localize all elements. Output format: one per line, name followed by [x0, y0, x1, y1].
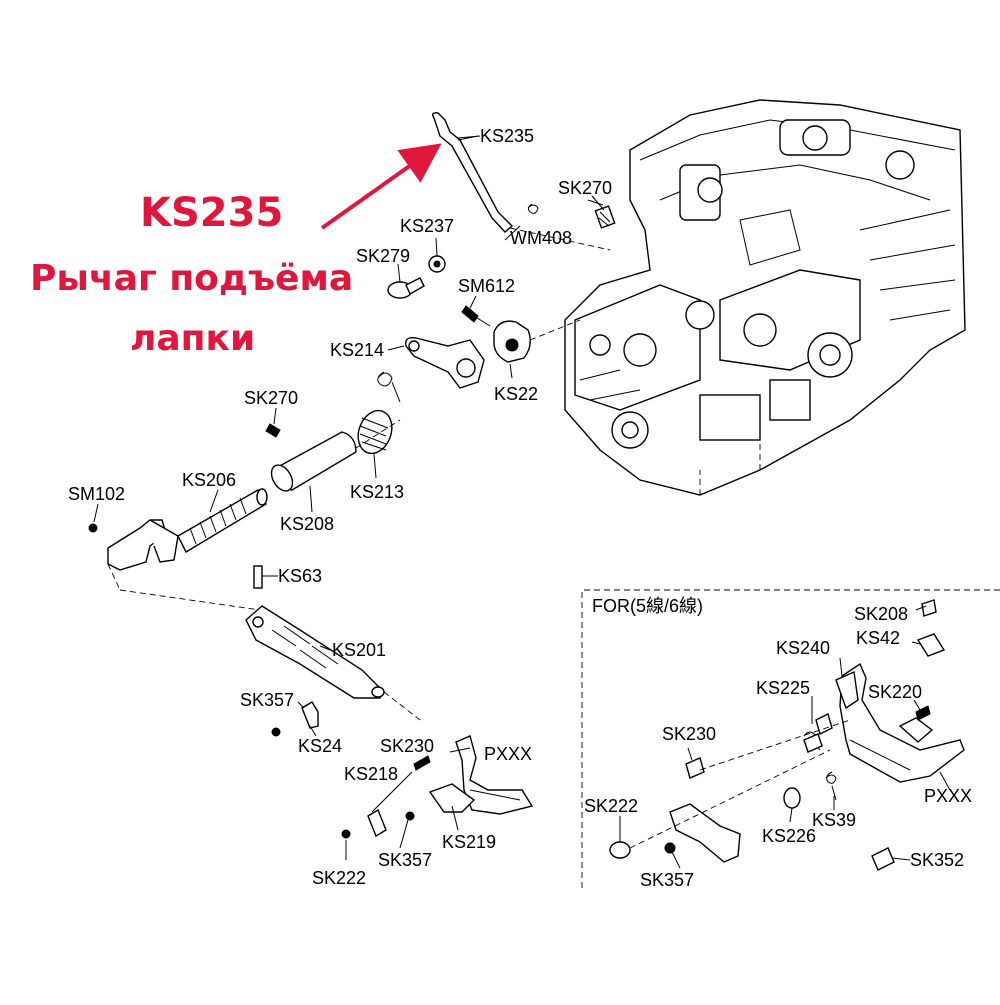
label-sk222-b: SK222 — [584, 796, 638, 816]
sk357-screw-c — [664, 842, 676, 854]
ks219-plate — [428, 783, 476, 813]
label-sm612: SM612 — [458, 276, 515, 296]
sk208-screw — [921, 599, 937, 617]
sm612-screw — [461, 305, 491, 327]
ks39-spring — [825, 771, 837, 801]
label-ks201: KS201 — [332, 640, 386, 660]
label-ks237: KS237 — [400, 216, 454, 236]
sk230-screw-a — [413, 755, 431, 771]
label-ks208: KS208 — [280, 514, 334, 534]
ks213-spring — [357, 409, 393, 455]
highlight-arrow — [320, 143, 442, 230]
sk357-screw-a — [271, 727, 281, 737]
label-sk270-top: SK270 — [558, 178, 612, 198]
sk352-screw — [871, 847, 895, 871]
ks218-clip — [367, 808, 387, 838]
torsion-spring — [377, 371, 401, 403]
sk279-screw — [387, 277, 425, 299]
ks235-lever — [431, 112, 611, 251]
label-ks39: KS39 — [812, 810, 856, 830]
machine-body — [564, 99, 966, 496]
label-ks213: KS213 — [350, 482, 404, 502]
label-pxxx-a: PXXX — [484, 744, 532, 764]
ks240-lever — [835, 670, 859, 710]
label-sk230-b: SK230 — [662, 724, 716, 744]
label-ks219: KS219 — [442, 832, 496, 852]
ks42-plate — [916, 633, 946, 657]
label-ks240: KS240 — [776, 638, 830, 658]
inset-presser-foot — [839, 662, 965, 783]
label-sk357-c: SK357 — [640, 870, 694, 890]
label-sm102: SM102 — [68, 484, 125, 504]
inset-lever-ks219 — [669, 803, 741, 863]
sk230-screw-b — [685, 757, 705, 779]
sk270-mid-screw — [265, 423, 281, 438]
label-ks42: KS42 — [856, 628, 900, 648]
sk357-screw-b — [405, 811, 415, 821]
label-ks22: KS22 — [494, 384, 538, 404]
ks237-collar — [428, 255, 446, 273]
ks206-shaft — [177, 488, 268, 553]
ks214-lever — [387, 336, 485, 389]
ks226-nut — [783, 787, 801, 809]
sk220-screw — [915, 705, 931, 721]
inset-title: FOR(5線/6線) — [592, 596, 703, 616]
ks63-pin — [253, 565, 263, 589]
highlight-description-line1: Рычаг подъёма — [30, 258, 354, 299]
label-sk352: SK352 — [910, 850, 964, 870]
ks225-bracket — [815, 712, 833, 736]
label-sk279: SK279 — [356, 246, 410, 266]
leader-lines — [93, 135, 951, 869]
ks201-arm — [245, 605, 421, 721]
label-ks24: KS24 — [298, 736, 342, 756]
label-sk222-a: SK222 — [312, 868, 366, 888]
label-wm408: WM408 — [510, 228, 572, 248]
label-pxxx-b: PXXX — [924, 786, 972, 806]
ks208-bushing — [270, 419, 401, 492]
sk222-screw-b — [609, 841, 631, 859]
wm408-spring — [504, 203, 539, 241]
label-ks226: KS226 — [762, 826, 816, 846]
sk222-screw-a — [341, 829, 351, 839]
ks24-clip — [301, 701, 319, 729]
label-ks214: KS214 — [330, 340, 384, 360]
label-sk220: SK220 — [868, 682, 922, 702]
highlight-description-line2: лапки — [130, 318, 256, 359]
sk270-top-screw — [587, 199, 616, 229]
label-sk208: SK208 — [854, 604, 908, 624]
label-ks235: KS235 — [480, 126, 534, 146]
label-ks63: KS63 — [278, 566, 322, 586]
label-sk270-mid: SK270 — [244, 388, 298, 408]
lifter-arm — [107, 519, 261, 611]
sm102-screw — [88, 523, 98, 533]
label-sk230-a: SK230 — [380, 736, 434, 756]
label-ks225: KS225 — [756, 678, 810, 698]
label-sk357-a: SK357 — [240, 690, 294, 710]
ks225-spring — [803, 731, 823, 753]
label-ks206: KS206 — [182, 470, 236, 490]
ks22-crank — [493, 319, 581, 363]
label-sk357-b: SK357 — [378, 850, 432, 870]
highlight-code: KS235 — [140, 190, 284, 236]
label-ks218: KS218 — [344, 764, 398, 784]
presser-foot-main — [455, 735, 534, 815]
